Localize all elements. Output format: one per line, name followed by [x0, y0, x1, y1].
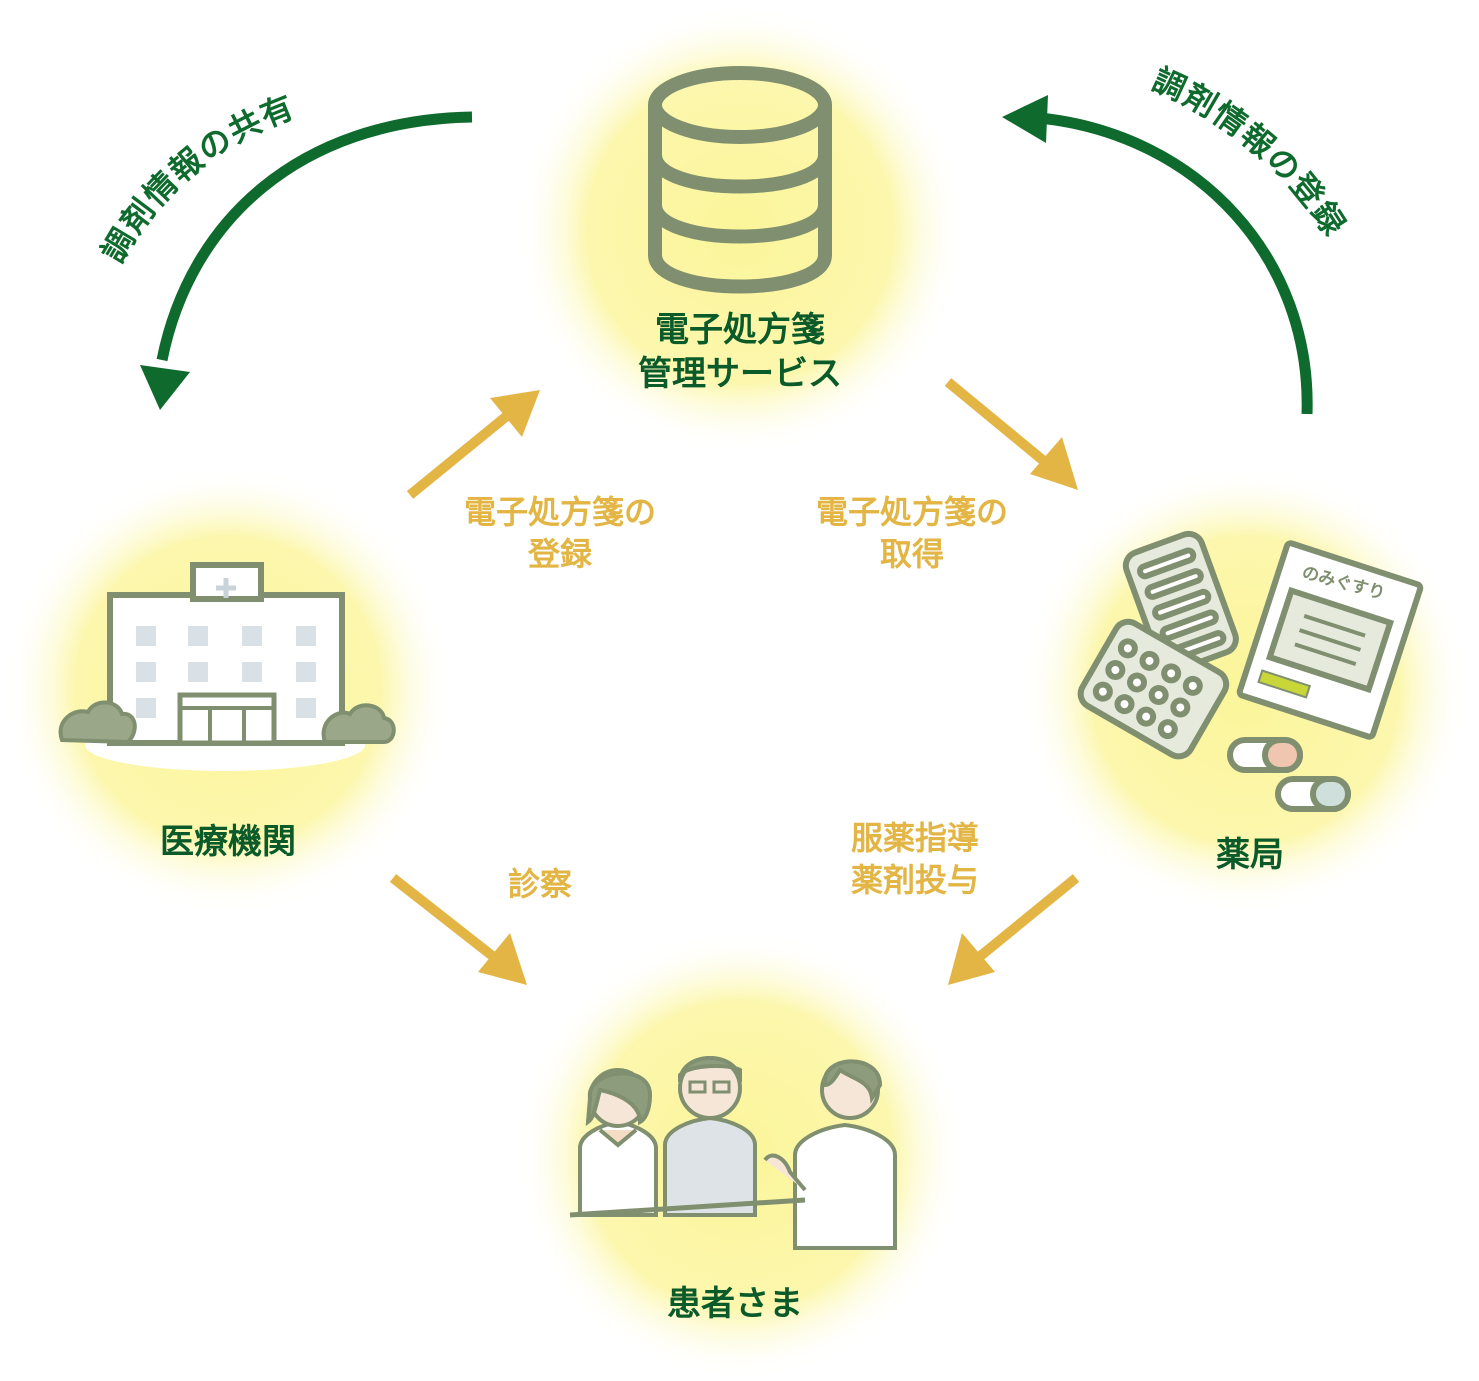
arc-label-register: 調剤情報の登録 [1147, 60, 1354, 244]
hospital-building-icon [58, 562, 396, 771]
edge-label-register: 電子処方箋の 登録 [463, 493, 656, 573]
medicine-icon [1077, 530, 1424, 812]
node-label-pharmacy: 薬局 [1216, 835, 1284, 875]
people-icon [569, 1056, 897, 1250]
database-icon [648, 66, 832, 294]
node-label-hospital: 医療機関 [160, 822, 296, 862]
edge-arrow-register [406, 390, 540, 499]
edge-label-consult: 診察 [507, 865, 572, 903]
edge-arrow-consult [389, 874, 527, 985]
arc-arrow-register [1002, 95, 1313, 415]
edge-arrow-guidance [948, 874, 1080, 985]
node-label-server: 電子処方箋 管理サービス [638, 310, 842, 395]
edge-label-get: 電子処方箋の 取得 [815, 493, 1008, 573]
node-label-patient: 患者さま [667, 1284, 803, 1324]
arc-arrow-share [140, 111, 473, 410]
edge-arrow-get [944, 378, 1078, 490]
edge-label-guidance: 服薬指導 薬剤投与 [850, 819, 979, 899]
